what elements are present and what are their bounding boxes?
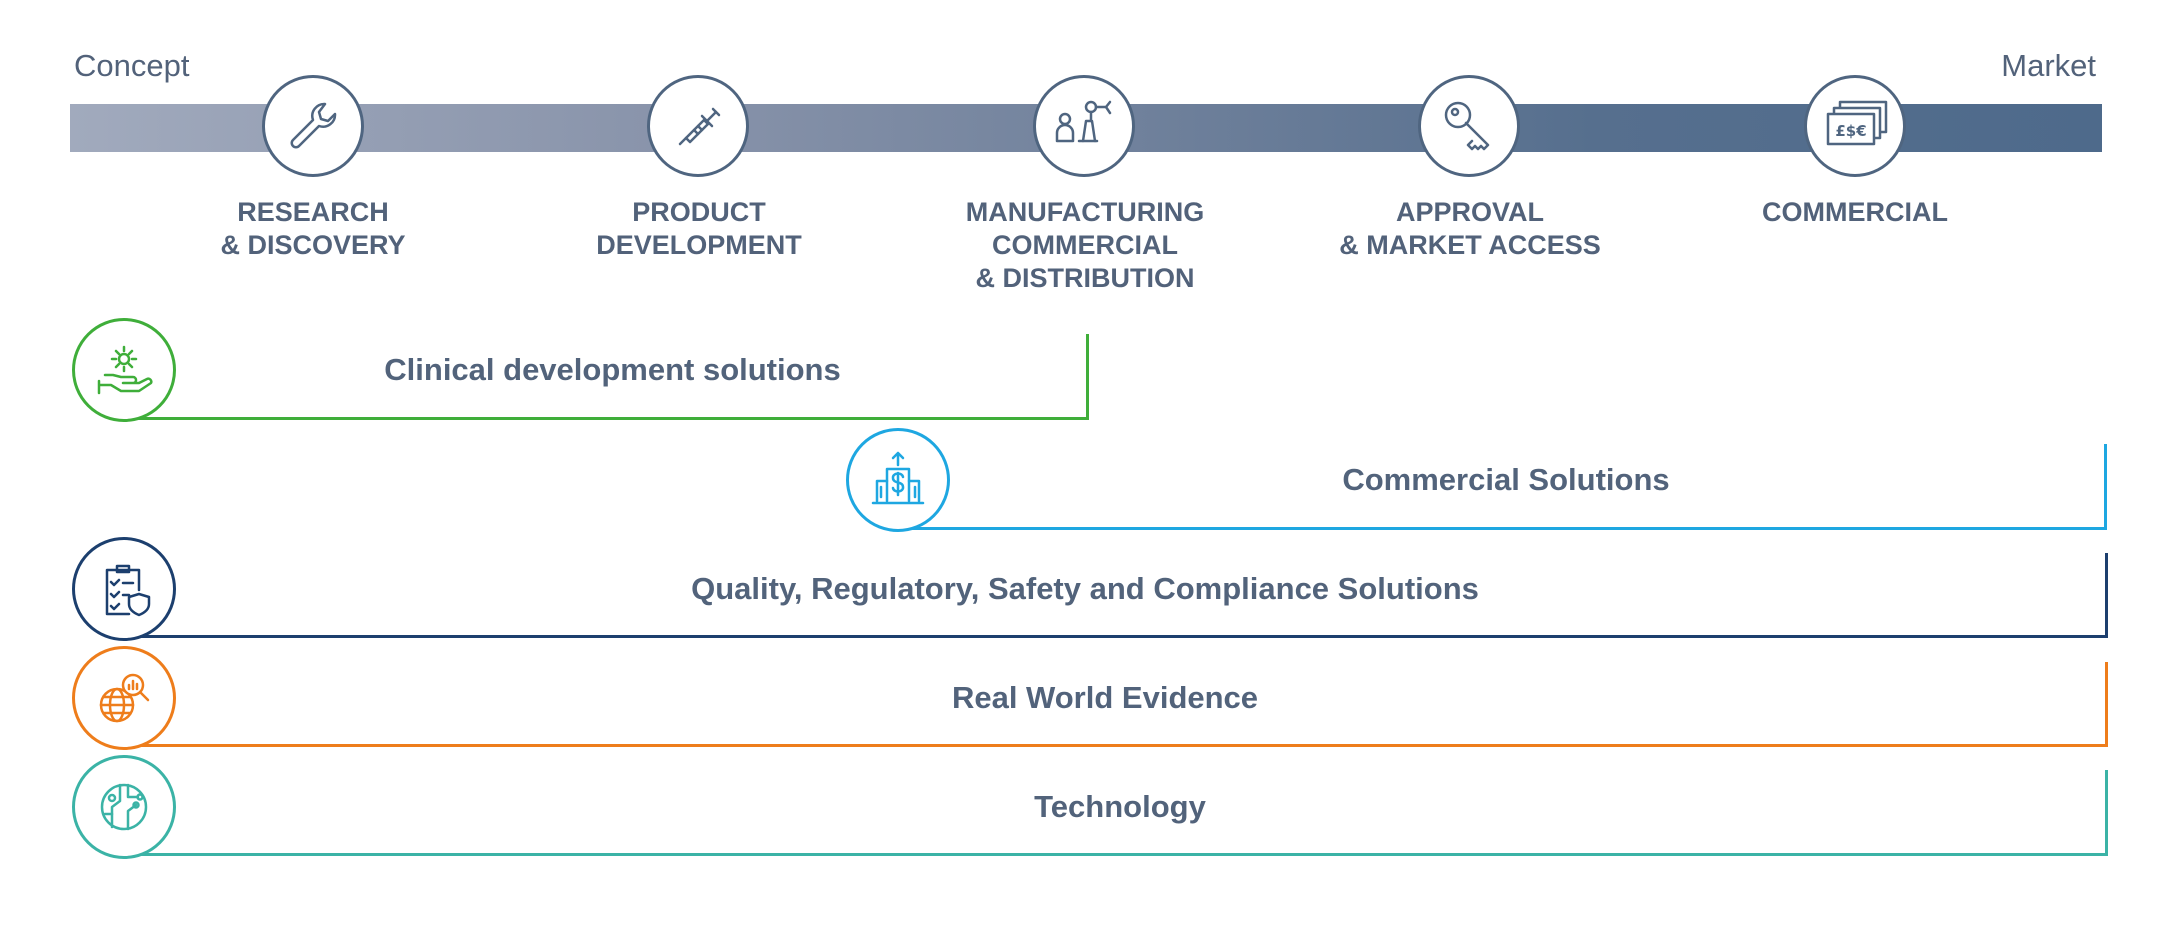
band-icon-rwe: [72, 646, 176, 750]
band-title-rwe: Real World Evidence: [951, 680, 1259, 715]
band-quality: [125, 553, 2108, 638]
band-icon-clinical: [72, 318, 176, 422]
stage-manufacturing: [1033, 75, 1135, 177]
band-commercial-solutions: [905, 444, 2107, 530]
stage-product: [647, 75, 749, 177]
band-icon-commercial-solutions: [846, 428, 950, 532]
stage-label-approval: APPROVAL& MARKET ACCESS: [1339, 197, 1601, 260]
band-title-commercial-solutions: Commercial Solutions: [1342, 462, 1670, 497]
currency-notes-icon: £$€: [1826, 100, 1888, 146]
clipboard-shield-icon: [105, 564, 151, 617]
band-clinical: [125, 334, 1089, 420]
band-icon-technology: [72, 755, 176, 859]
band-technology: [125, 770, 2108, 856]
syringe-icon: [678, 107, 721, 146]
stage-label-commercial: COMMERCIAL: [1762, 197, 1948, 227]
key-icon: [1444, 101, 1490, 151]
stage-commercial: £$€: [1804, 75, 1906, 177]
building-dollar-icon: [871, 451, 925, 505]
band-title-clinical: Clinical development solutions: [384, 352, 841, 387]
band-title-technology: Technology: [1034, 789, 1206, 824]
stage-approval: [1418, 75, 1520, 177]
stage-research: [262, 75, 364, 177]
concept-label: Concept: [74, 48, 190, 83]
market-label: Market: [2001, 48, 2096, 83]
band-rwe: [125, 662, 2108, 747]
globe-search-icon: [99, 673, 150, 723]
currency-symbols: £$€: [1835, 122, 1866, 140]
stage-label-research: RESEARCH& DISCOVERY: [220, 197, 406, 260]
band-icon-quality: [72, 537, 176, 641]
band-title-quality: Quality, Regulatory, Safety and Complian…: [691, 571, 1479, 606]
robotic-arm-icon: [1055, 100, 1112, 143]
gear-hand-icon: [97, 345, 153, 395]
circuit-icon: [100, 783, 148, 831]
wrench-icon: [290, 102, 337, 149]
